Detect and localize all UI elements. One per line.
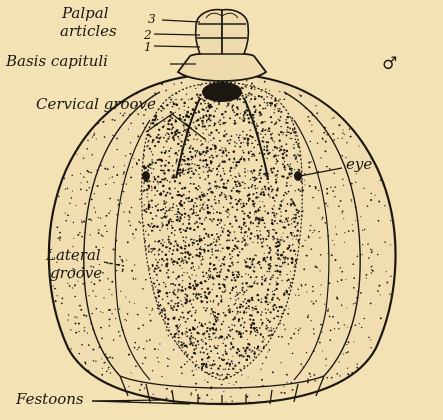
hypostome-base [202,82,242,102]
sex-symbol: ♂ [382,56,397,73]
eye-label: eye [346,157,372,172]
eye-left [142,171,150,181]
leader-article-3 [162,20,200,22]
leader-article-2 [154,34,200,35]
palpal-label-line1: Palpal [62,6,109,21]
capitulum [196,10,249,54]
body-outline [49,74,396,404]
lateral-groove-label-line1: Lateral [46,248,101,263]
palp-right [222,10,248,54]
lateral-groove-label-line2: groove [50,266,102,281]
leader-article-1 [154,46,200,47]
cervical-groove-label: Cervical groove [36,97,156,112]
basis-capituli-label: Basis capituli [6,54,108,69]
basis-capituli [178,53,266,81]
article-3-number: 3 [148,12,156,26]
festoons-label: Festoons [16,392,84,407]
palpal-label-line2: articles [60,24,117,39]
article-1-number: 1 [144,40,152,54]
